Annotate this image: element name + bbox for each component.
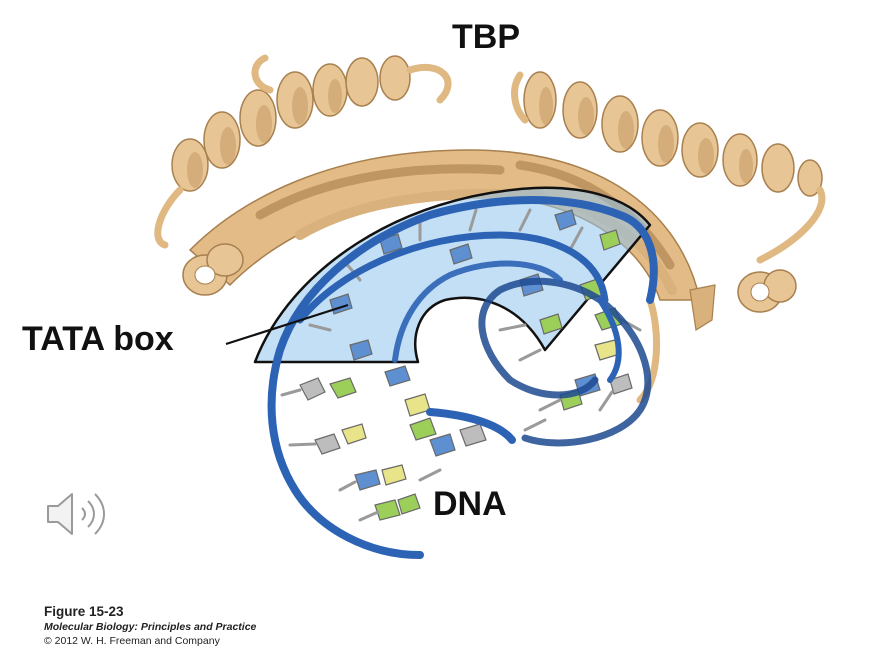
figure-caption: Figure 15-23 Molecular Biology: Principl…: [44, 604, 256, 648]
tbp-label: TBP: [452, 18, 520, 56]
figure-number: Figure 15-23: [44, 604, 124, 619]
tata-box-label: TATA box: [22, 320, 174, 358]
copyright-line: © 2012 W. H. Freeman and Company: [44, 635, 220, 647]
speaker-icon[interactable]: [44, 486, 116, 542]
dna-backbone-back: [478, 277, 652, 447]
dna-backbone-front: [267, 196, 658, 559]
dna-double-helix: [267, 196, 658, 559]
dna-label: DNA: [433, 485, 507, 523]
book-title: Molecular Biology: Principles and Practi…: [44, 621, 257, 633]
tata-box-pointer-line: [225, 303, 349, 346]
